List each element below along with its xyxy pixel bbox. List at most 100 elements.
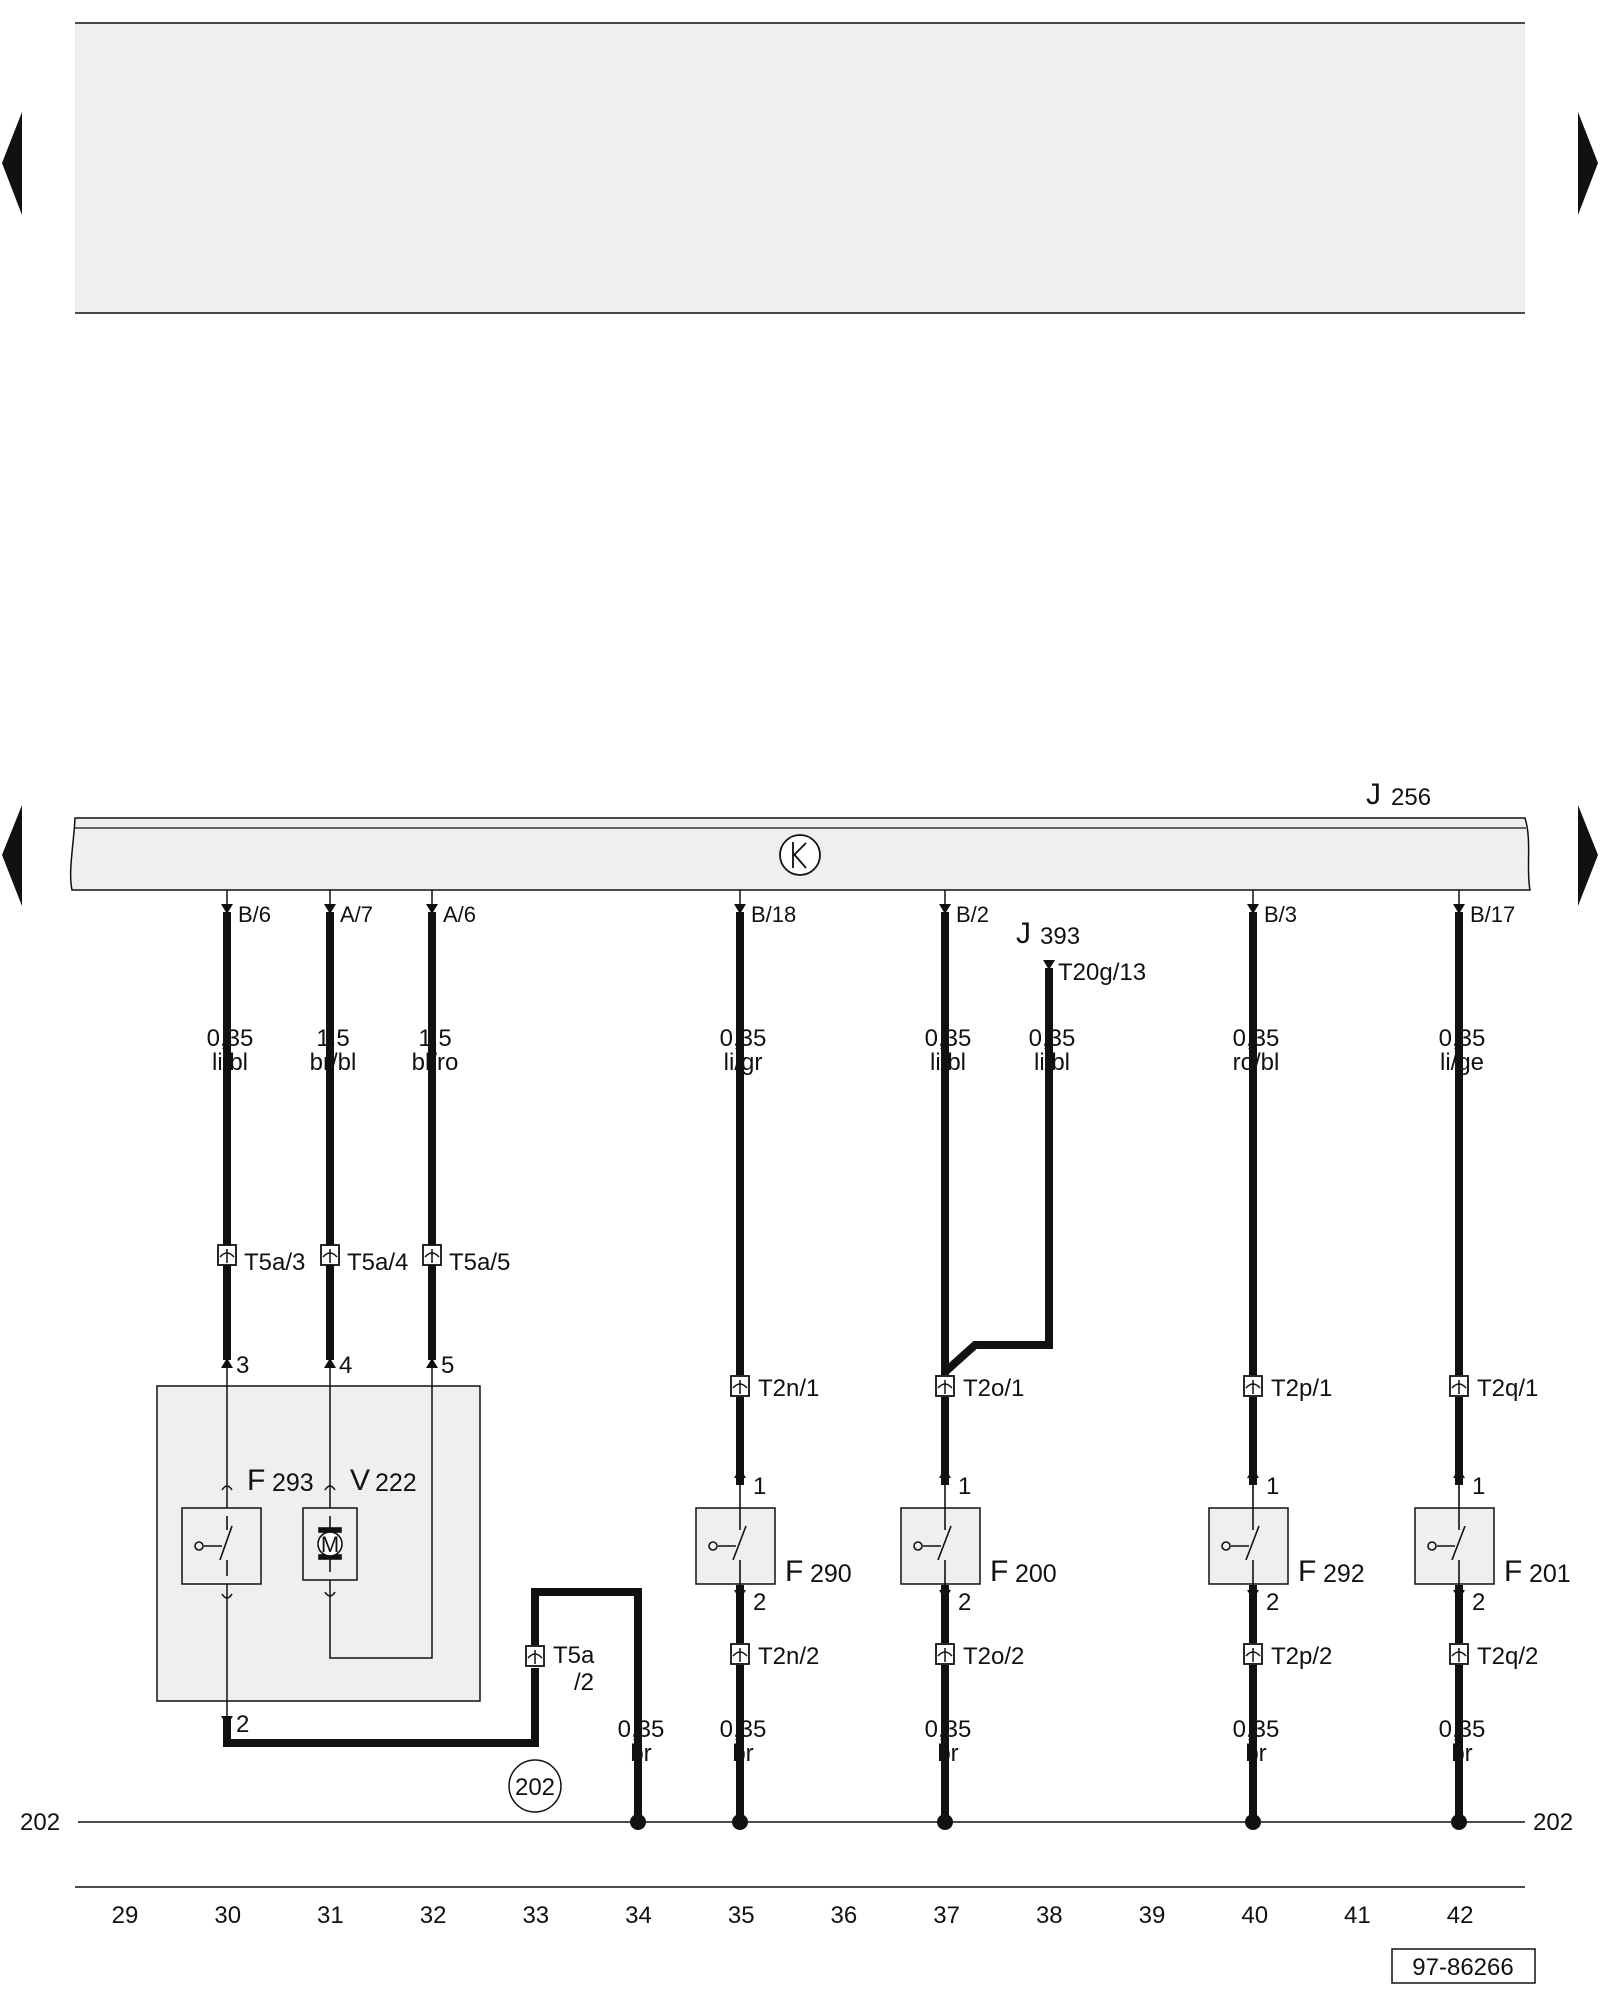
ground-wire-35-size: 0,35 [720, 1716, 767, 1743]
module-internal-wires [226, 1360, 433, 1718]
inline-connector-marks [219, 1249, 1467, 1664]
switch-f201: 1 2 F 201 [1414, 1468, 1571, 1616]
component-f293-number: 293 [272, 1469, 314, 1497]
switch-f293-icon [194, 1485, 233, 1599]
column-number: 29 [112, 1902, 139, 1929]
ground-label-left: 202 [20, 1809, 60, 1836]
switch-f292-terminal-2: 2 [1266, 1589, 1279, 1616]
switch-f201-terminal-2: 2 [1472, 1589, 1485, 1616]
component-f200-code: F [990, 1555, 1008, 1588]
column-number: 42 [1447, 1902, 1474, 1929]
pin-label-b2: B/2 [956, 902, 989, 927]
column-number: 38 [1036, 1902, 1063, 1929]
ground-bus: 202 202 202 [20, 1759, 1573, 1836]
column-number: 41 [1344, 1902, 1371, 1929]
component-f201-code: F [1504, 1555, 1522, 1588]
pin-label-b6: B/6 [238, 902, 271, 927]
module-f293-v222: 3 4 5 2 F 293 M V 222 [156, 1352, 481, 1738]
control-unit-j256: J 256 [69, 778, 1531, 891]
ground-label-right: 202 [1533, 1809, 1573, 1836]
j393-code: J [1016, 917, 1031, 950]
control-unit-symbol-circle [779, 834, 821, 876]
wire-38-color: li/bl [1034, 1049, 1070, 1076]
switch-f200-terminal-2: 2 [958, 1589, 971, 1616]
control-unit-symbol-icon [792, 842, 807, 869]
component-f200-number: 200 [1015, 1560, 1057, 1588]
wire-40-color: ro/bl [1233, 1049, 1280, 1076]
connector-t2q2-label: T2q/2 [1477, 1643, 1538, 1670]
switch-f200-icon [913, 1485, 952, 1588]
column-number: 34 [625, 1902, 652, 1929]
wire-31-color: br/bl [310, 1049, 357, 1076]
column-number: 35 [728, 1902, 755, 1929]
motor-v222-symbol: M [321, 1532, 339, 1557]
switch-f290-terminal-2: 2 [753, 1589, 766, 1616]
left-arrow-icon[interactable] [2, 112, 22, 215]
wire-32-size: 1,5 [418, 1025, 451, 1052]
control-unit-number: 256 [1391, 784, 1431, 811]
wire-labels: 0,35 li/bl 1,5 br/bl 1,5 bl/ro 0,35 li/g… [207, 1025, 1486, 1767]
ground-wire-40-color: br [1245, 1740, 1266, 1767]
switch-f201-terminal-1: 1 [1472, 1473, 1485, 1500]
wire-37-color: li/bl [930, 1049, 966, 1076]
ground-point-circle [508, 1759, 562, 1813]
wire-31-size: 1,5 [316, 1025, 349, 1052]
wire-f293-ground [223, 1668, 539, 1747]
switch-f290: 1 2 F 290 [695, 1468, 852, 1616]
column-number: 32 [420, 1902, 447, 1929]
column-number: 33 [522, 1902, 549, 1929]
switch-f290-terminal-1: 1 [753, 1473, 766, 1500]
component-v222-code: V [350, 1464, 370, 1497]
control-unit-code: J [1366, 778, 1381, 811]
j393-pin-arrow [1043, 960, 1055, 970]
column-number: 37 [933, 1902, 960, 1929]
component-f290-code: F [785, 1555, 803, 1588]
pin-label-a7: A/7 [340, 902, 373, 927]
terminal-3-label: 3 [236, 1352, 249, 1379]
ground-wire-35-color: br [732, 1740, 753, 1767]
ground-wire-37-color: br [937, 1740, 958, 1767]
connector-t5a2-label-line2: /2 [574, 1669, 594, 1696]
pin-labels: B/6 A/7 A/6 B/18 B/2 B/3 B/17 [238, 902, 1515, 927]
switch-f201-icon [1427, 1485, 1466, 1588]
connector-t2n2-label: T2n/2 [758, 1643, 819, 1670]
left-arrow-icon[interactable] [2, 805, 22, 906]
ground-wire-34-size: 0,35 [618, 1716, 665, 1743]
module-terminal-arrows [221, 1358, 438, 1726]
column-number: 30 [214, 1902, 241, 1929]
wire-37-size: 0,35 [925, 1025, 972, 1052]
terminal-4-label: 4 [339, 1352, 352, 1379]
motor-v222-icon [317, 1485, 343, 1597]
wire-42-color: li/ge [1440, 1049, 1484, 1076]
component-f292-number: 292 [1323, 1560, 1365, 1588]
ground-wire-42-color: br [1451, 1740, 1472, 1767]
right-arrow-icon[interactable] [1578, 805, 1598, 906]
column-number: 31 [317, 1902, 344, 1929]
ground-wire-34-color: br [630, 1740, 651, 1767]
header-box [75, 23, 1525, 313]
connector-t2o1-label: T2o/1 [963, 1375, 1024, 1402]
wire-30-size: 0,35 [207, 1025, 254, 1052]
connector-t5a4-label: T5a/4 [347, 1249, 408, 1276]
connector-t2n1-label: T2n/1 [758, 1375, 819, 1402]
component-f201-number: 201 [1529, 1560, 1571, 1588]
figure-number: 97-86266 [1412, 1954, 1513, 1981]
thick-wires [223, 912, 1463, 1822]
column-number: 39 [1139, 1902, 1166, 1929]
terminal-f293-2-label: 2 [236, 1711, 249, 1738]
connector-t2o2-label: T2o/2 [963, 1643, 1024, 1670]
pin-label-b3: B/3 [1264, 902, 1297, 927]
column-number: 40 [1241, 1902, 1268, 1929]
right-arrow-icon[interactable] [1578, 112, 1598, 215]
wire-35-color: li/gr [724, 1049, 763, 1076]
wire-35-size: 0,35 [720, 1025, 767, 1052]
wire-32-color: bl/ro [412, 1049, 459, 1076]
switch-f200: 1 2 F 200 [900, 1468, 1057, 1616]
j393-pin: T20g/13 [1058, 959, 1146, 986]
component-v222-number: 222 [375, 1469, 417, 1497]
ground-point-label: 202 [515, 1774, 555, 1801]
ground-wire-42-size: 0,35 [1439, 1716, 1486, 1743]
j393-number: 393 [1040, 923, 1080, 950]
component-f292-code: F [1298, 1555, 1316, 1588]
